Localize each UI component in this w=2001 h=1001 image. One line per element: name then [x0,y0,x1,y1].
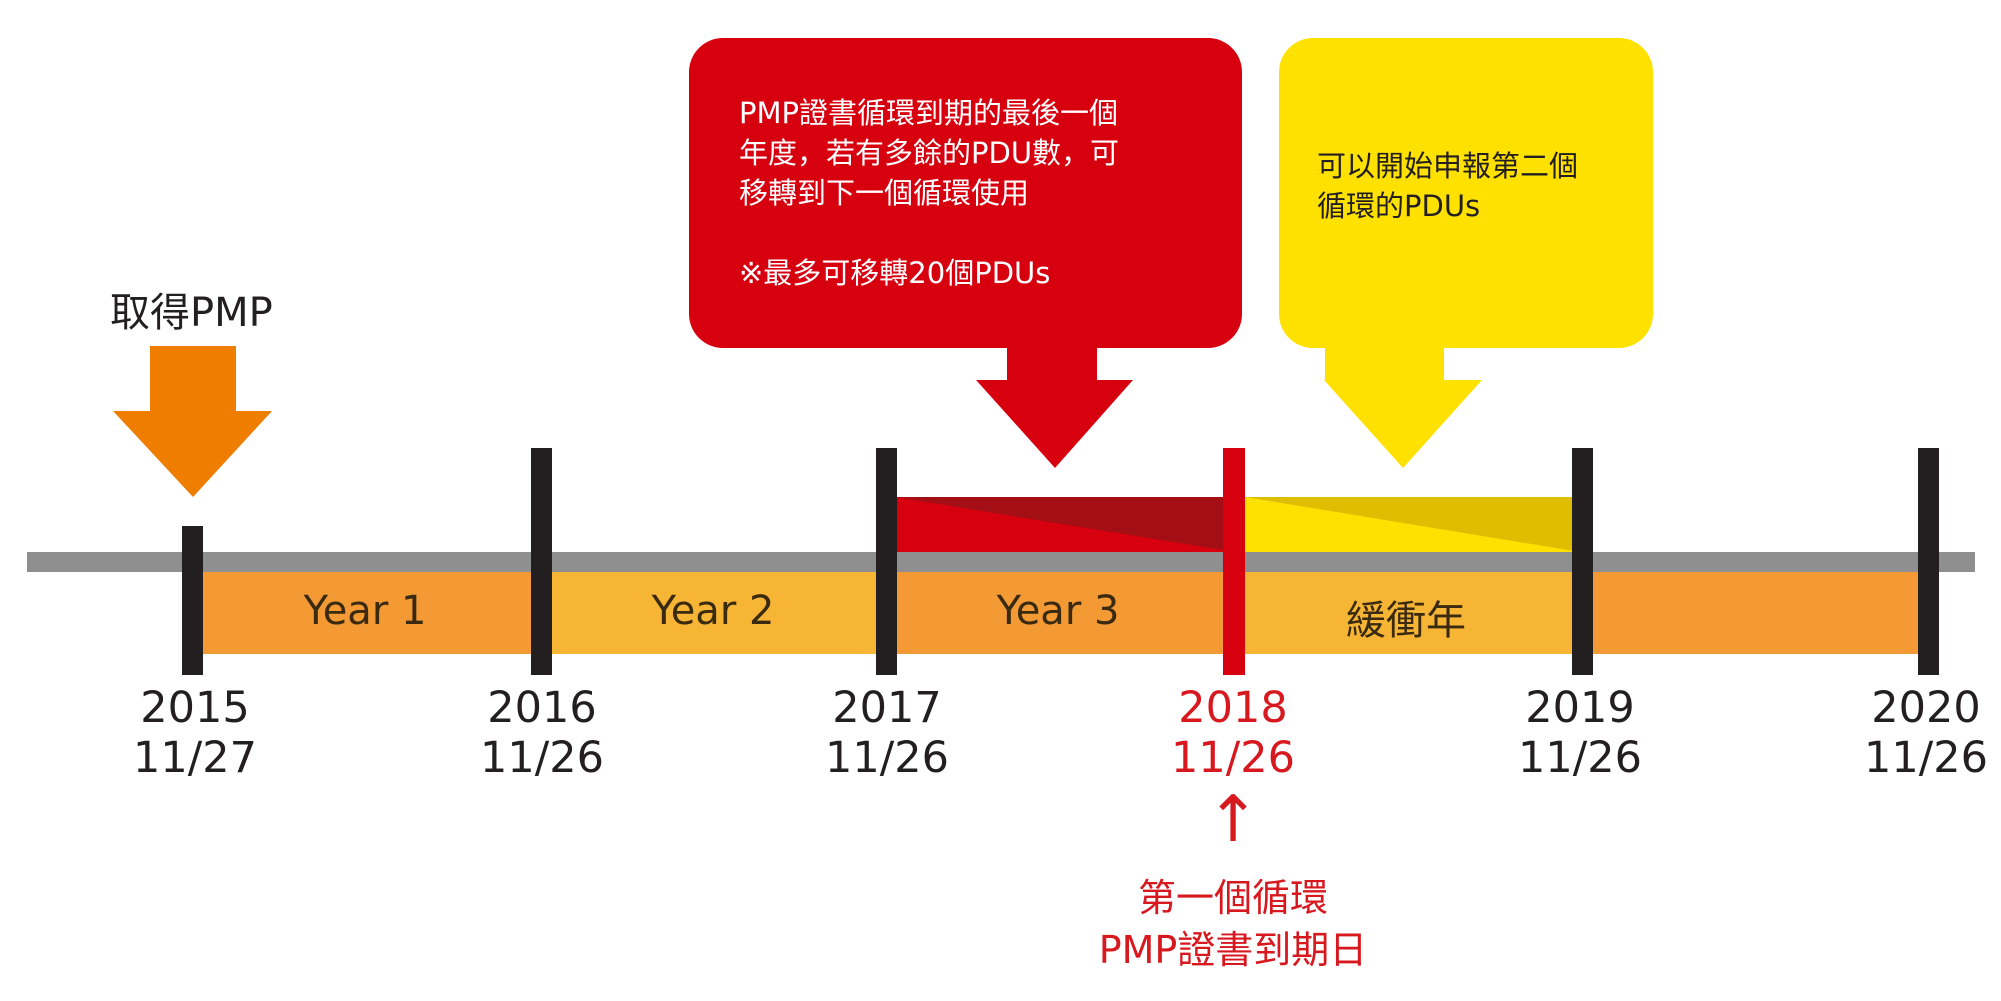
date-year: 2020 [1871,683,1981,733]
tick-2018 [1223,448,1245,675]
date-month-day: 11/27 [133,733,257,783]
date-month-day: 11/26 [825,733,949,783]
date-month-day: 11/26 [1864,733,1988,783]
start-arrow-icon [113,346,272,497]
date-year: 2017 [832,683,942,733]
date-label-2015: 2015 11/27 [133,683,257,783]
yellow-overlay-shade [1245,497,1580,552]
expiry-up-arrow-icon: ↑ [1206,783,1260,857]
yellow-callout-bubble [1279,38,1653,348]
period-label-buffer-year: 緩衝年 [1346,598,1466,644]
period-label-year-2: Year 2 [651,588,775,634]
tick-2016 [531,448,552,675]
period-label-year-1: Year 1 [303,588,427,634]
red-overlay-shade [895,497,1235,552]
tick-2019 [1572,448,1593,675]
date-month-day: 11/26 [1171,733,1295,783]
period-label-year-3: Year 3 [996,588,1120,634]
date-label-2019: 2019 11/26 [1518,683,1642,783]
red-callout-text: PMP證書循環到期的最後一個 年度，若有多餘的PDU數，可 移轉到下一個循環使用… [739,96,1120,290]
start-label: 取得PMP [110,290,273,336]
date-label-2018: 2018 11/26 [1171,683,1295,783]
date-label-2016: 2016 11/26 [480,683,604,783]
band-buffer-year [1235,572,1580,654]
tick-2020 [1918,448,1939,675]
date-month-day: 11/26 [480,733,604,783]
date-label-2020: 2020 11/26 [1864,683,1988,783]
red-callout-bubble [689,38,1242,348]
band-year-3 [885,572,1235,654]
date-year: 2019 [1525,683,1635,733]
date-year: 2018 [1178,683,1288,733]
tick-2017 [876,448,897,675]
band-after-buffer [1580,572,1925,654]
band-year-2 [535,572,885,654]
date-year: 2016 [487,683,597,733]
yellow-callout-arrow-stem [1325,340,1444,380]
date-year: 2015 [140,683,250,733]
band-year-1 [190,572,535,654]
date-month-day: 11/26 [1518,733,1642,783]
date-label-2017: 2017 11/26 [825,683,949,783]
yellow-callout-text: 可以開始申報第二個 循環的PDUs [1317,149,1579,223]
tick-2015 [182,526,203,675]
red-callout-arrow-icon [976,340,1133,468]
expiry-note: 第一個循環 PMP證書到期日 [1098,876,1368,972]
timeline-axis [27,552,1975,572]
